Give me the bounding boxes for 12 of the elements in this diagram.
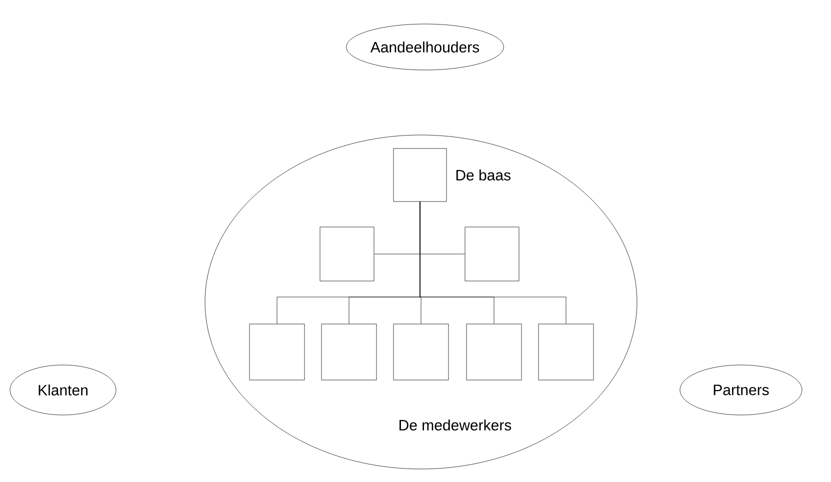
org-box bbox=[464, 226, 520, 282]
connector-line bbox=[420, 202, 566, 324]
org-box bbox=[393, 324, 449, 380]
oval: Klanten bbox=[10, 364, 116, 416]
box-label: De baas bbox=[456, 170, 510, 180]
org-box bbox=[249, 324, 305, 380]
oval: Partners bbox=[680, 364, 802, 416]
org-box bbox=[538, 324, 594, 380]
org-box bbox=[466, 324, 522, 380]
org-box bbox=[320, 226, 374, 282]
oval: Aandeelhouders bbox=[346, 24, 504, 70]
org-box bbox=[321, 324, 377, 380]
